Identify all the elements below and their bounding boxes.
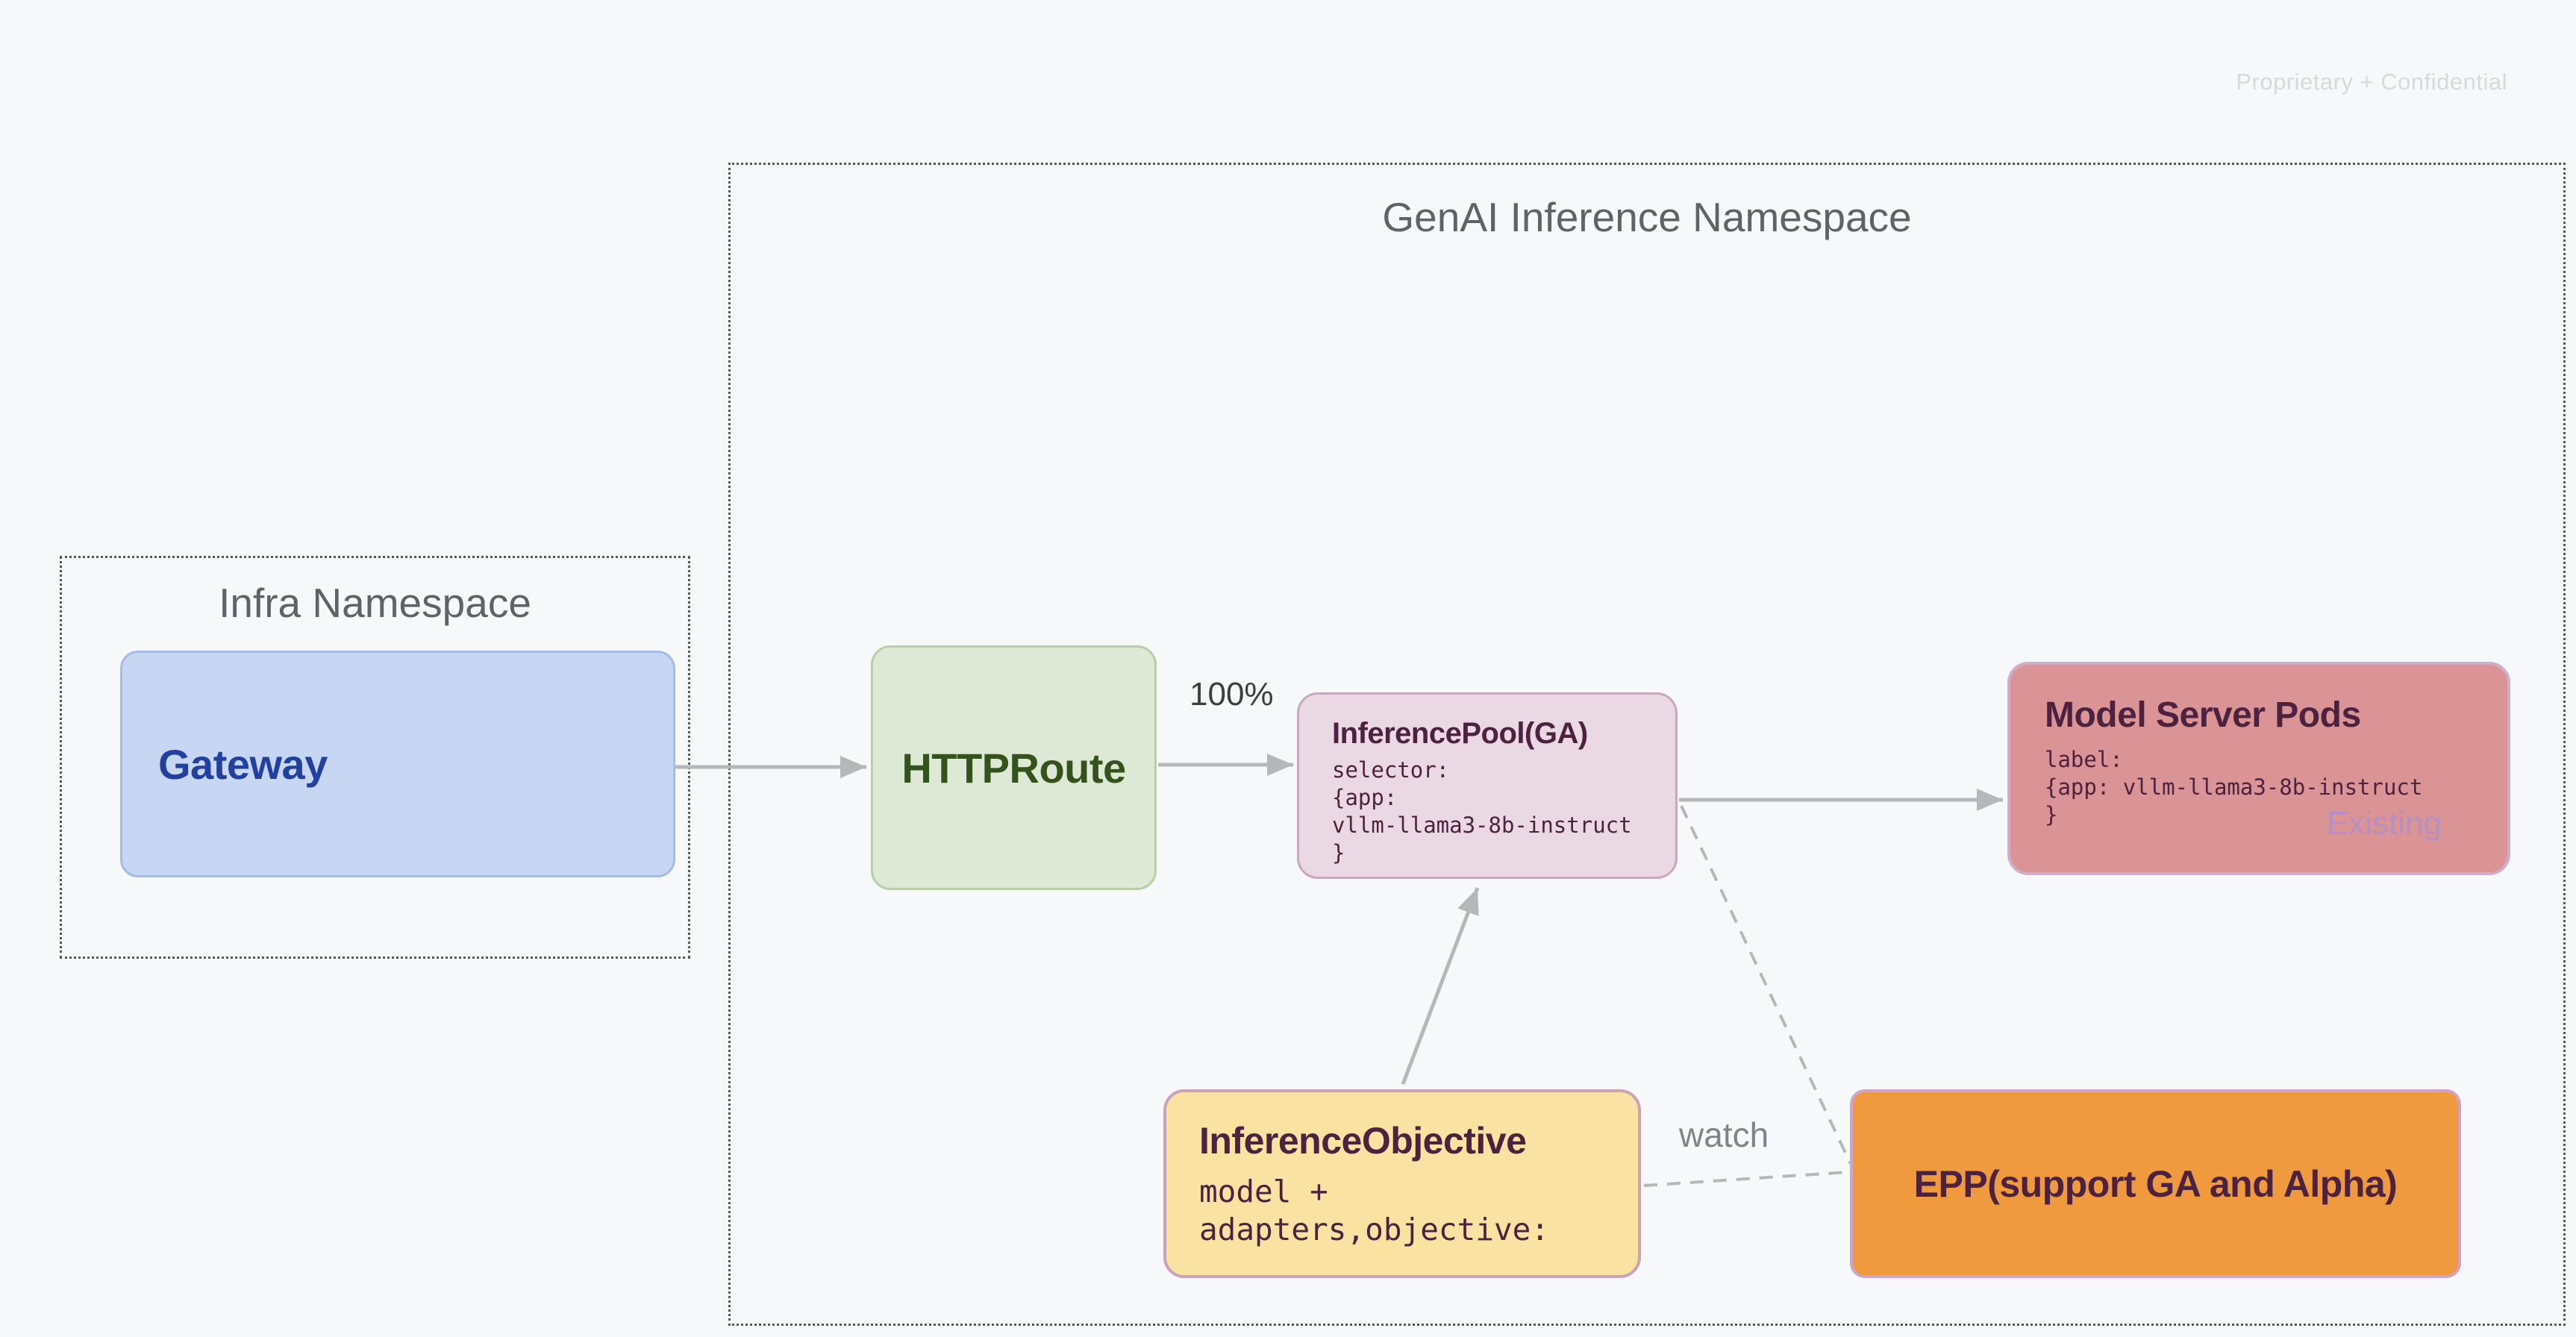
model-server-pods-node: Model Server Pods label: {app: vllm-llam… [2007,662,2510,875]
traffic-split-label: 100% [1189,676,1274,713]
inference-pool-node: InferencePool(GA) selector: {app: vllm-l… [1297,692,1678,879]
code-line: label: [2045,747,2123,772]
code-line: } [1332,840,1345,865]
httproute-node: HTTPRoute [871,645,1157,890]
gateway-label: Gateway [158,740,328,788]
epp-label: EPP(support GA and Alpha) [1913,1162,2398,1205]
inference-pool-selector-code: selector: {app: vllm-llama3-8b-instruct … [1332,757,1675,867]
code-line: {app: vllm-llama3-8b-instruct [2045,774,2423,800]
model-server-pods-label-code: label: {app: vllm-llama3-8b-instruct } [2045,746,2507,829]
inference-pool-title: InferencePool(GA) [1332,717,1588,750]
code-line: model + [1199,1174,1328,1209]
existing-status-label: Existing [2326,805,2442,842]
code-line: adapters,objective: [1199,1212,1549,1247]
inference-objective-title: InferenceObjective [1199,1120,1527,1162]
code-line: selector: [1332,757,1450,783]
infra-namespace-title: Infra Namespace [219,580,531,626]
model-server-pods-title: Model Server Pods [2045,695,2361,735]
httproute-label: HTTPRoute [901,744,1126,792]
gateway-node: Gateway [120,651,675,877]
genai-namespace-title: GenAI Inference Namespace [1382,194,1912,240]
genai-namespace-box: GenAI Inference Namespace [728,163,2566,1326]
inference-objective-node: InferenceObjective model + adapters,obje… [1163,1089,1641,1278]
inference-objective-code: model + adapters,objective: [1199,1173,1638,1249]
code-line: vllm-llama3-8b-instruct [1332,812,1632,838]
epp-node: EPP(support GA and Alpha) [1850,1089,2461,1278]
watch-label: watch [1679,1115,1769,1154]
code-line: } [2045,802,2058,827]
confidentiality-watermark: Proprietary + Confidential [2236,69,2507,95]
infra-namespace-box: Infra Namespace [60,556,690,959]
code-line: {app: [1332,785,1398,810]
